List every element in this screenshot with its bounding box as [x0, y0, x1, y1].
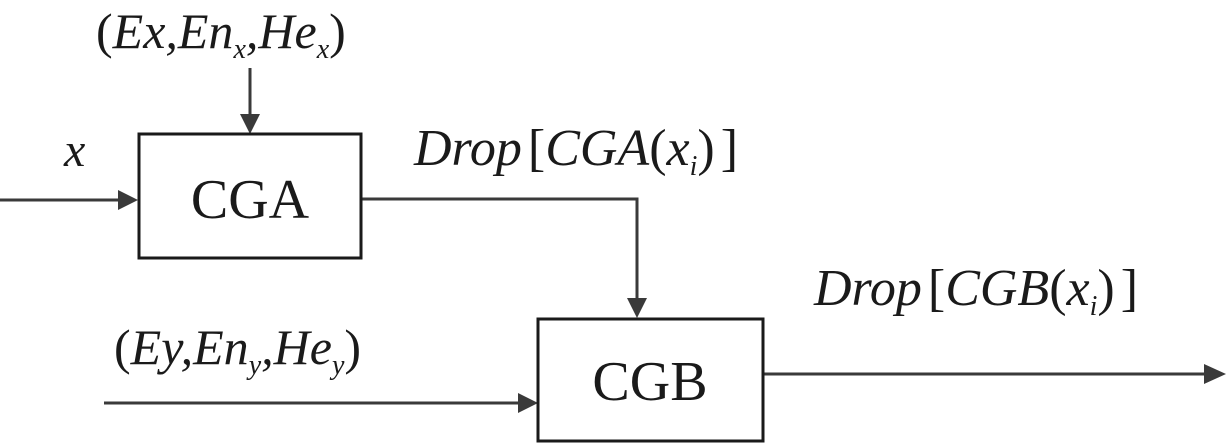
- cga-out-drop: Drop: [413, 120, 522, 177]
- params-y-arrowhead: [518, 393, 538, 413]
- params-y-en-sub: y: [246, 350, 262, 381]
- params-x-en: En: [177, 3, 234, 59]
- cgb-out-lparen: (: [1049, 260, 1066, 317]
- cga-out-var: x: [666, 120, 690, 177]
- params-x-sep2: ,: [246, 3, 259, 59]
- params-y-open: (: [114, 319, 131, 375]
- cgb-out-rparen: ): [1097, 260, 1114, 317]
- cga-to-cgb-arrowhead: [627, 298, 647, 318]
- cgb-block-label: CGB: [592, 351, 707, 413]
- x-input-var: x: [63, 124, 85, 177]
- params-x-arrowhead: [240, 114, 260, 134]
- cgb-output-arrowhead: [1204, 364, 1226, 384]
- params-x-en-sub: x: [232, 34, 246, 65]
- params-y-en: En: [192, 319, 249, 375]
- cga-out-fn: CGA: [545, 120, 649, 177]
- cgb-block: [536, 317, 765, 443]
- cga-out-lbracket: [: [528, 120, 545, 177]
- params-x-close: ): [329, 3, 346, 59]
- params-y-sep2: ,: [261, 319, 274, 375]
- cga-out-rparen: ): [697, 120, 714, 177]
- cgb-out-fn: CGB: [945, 260, 1049, 317]
- params-y-label: (Ey,Eny,Hey): [114, 319, 361, 381]
- params-y-sep1: ,: [181, 319, 194, 375]
- params-x-label: (Ex,Enx,Hex): [96, 3, 346, 65]
- params-y-close: ): [344, 319, 361, 375]
- params-y-he-sub: y: [329, 350, 345, 381]
- cgb-out-rbracket: ]: [1121, 260, 1138, 317]
- params-x-he-sub: x: [316, 34, 330, 65]
- params-x-ex: Ex: [112, 3, 166, 59]
- cgb-out-var: x: [1066, 260, 1090, 317]
- cga-out-lparen: (: [649, 120, 666, 177]
- cga-block: [137, 132, 363, 260]
- params-x-sep1: ,: [165, 3, 178, 59]
- cga-output-label: Drop[CGA(xi)]: [413, 120, 738, 182]
- cga-out-rbracket: ]: [721, 120, 738, 177]
- cga-out-sub: i: [690, 151, 698, 182]
- cga-block-label: CGA: [191, 169, 310, 231]
- cgb-output-label: Drop[CGB(xi)]: [813, 260, 1138, 322]
- cgb-out-drop: Drop: [813, 260, 922, 317]
- cga-to-cgb-wire: [362, 197, 639, 300]
- params-y-ey: Ey: [130, 319, 185, 375]
- x-input-label: x: [63, 124, 85, 177]
- cgb-out-lbracket: [: [928, 260, 945, 317]
- params-x-he: He: [257, 3, 316, 59]
- params-y-he: He: [273, 319, 332, 375]
- params-x-open: (: [96, 3, 113, 59]
- x-input-arrowhead: [118, 190, 138, 210]
- cgb-out-sub: i: [1090, 291, 1098, 322]
